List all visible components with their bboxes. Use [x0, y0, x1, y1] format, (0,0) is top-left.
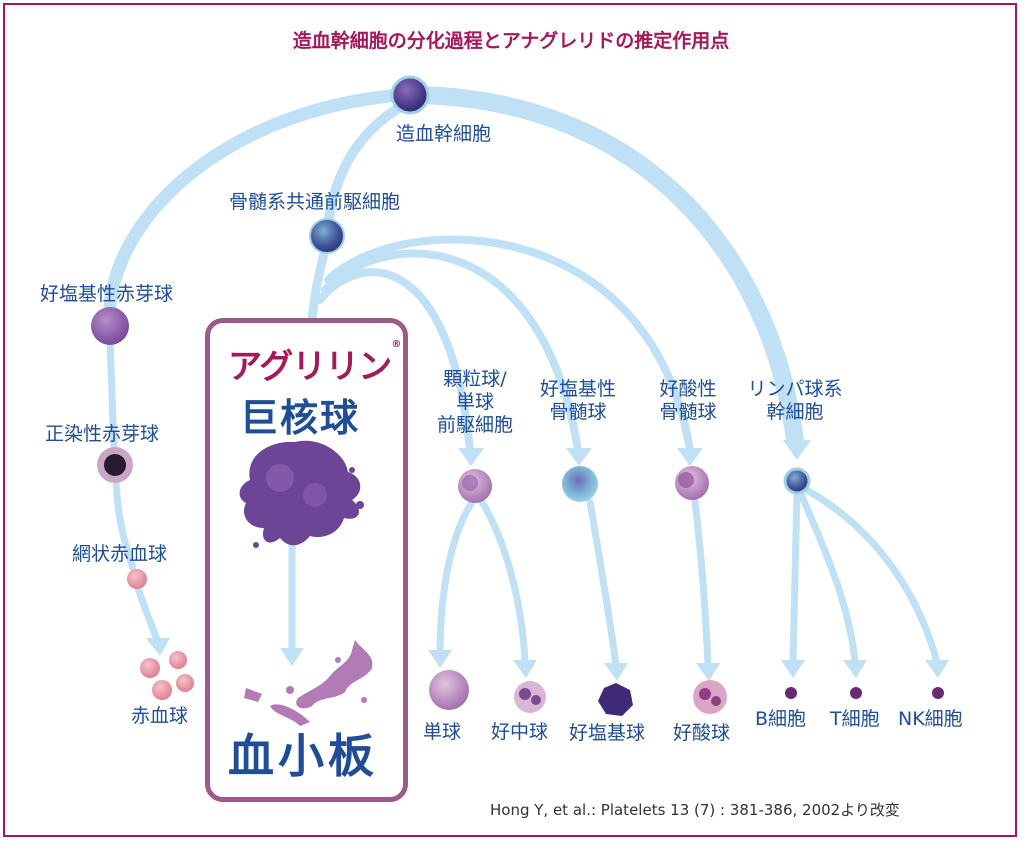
label-gmp-line2: 単球: [420, 391, 530, 414]
t-cell: [850, 687, 862, 699]
label-t-cell: T細胞: [830, 708, 880, 731]
reticulocyte-cell: [127, 569, 147, 589]
erythrocyte-cells: [140, 651, 194, 700]
label-lymph-stem-line1: リンパ球系: [735, 378, 855, 401]
label-basophil: 好塩基球: [569, 722, 645, 745]
label-gmp-line3: 前駆細胞: [420, 414, 530, 437]
path-baso-to-baso: [590, 502, 616, 665]
arrowhead-baso-pro: [566, 448, 592, 466]
label-gmp-line1: 顆粒球/: [420, 368, 530, 391]
label-neutrophil: 好中球: [491, 721, 548, 744]
basophil-cell: [598, 683, 633, 716]
arrowhead-eosinophil: [696, 663, 720, 681]
label-lymph-stem-line2: 幹細胞: [735, 401, 855, 424]
brand-text: アグリリン: [228, 347, 391, 387]
label-eos-myelocyte-line1: 好酸性: [638, 378, 738, 401]
label-eos-myelocyte: 好酸性 骨髄球: [638, 378, 738, 424]
diagram-title: 造血幹細胞の分化過程とアナグレリドの推定作用点: [0, 26, 1022, 53]
brand-name: アグリリン®: [228, 339, 400, 388]
b-cell: [785, 687, 797, 699]
platelet-label: 血小板: [228, 720, 378, 786]
label-gmp: 顆粒球/ 単球 前駆細胞: [420, 368, 530, 437]
path-ery-3: [138, 588, 157, 640]
lymph-stem-cell: [785, 469, 809, 493]
cmp-cell: [310, 219, 344, 253]
label-eos-myelocyte-line2: 骨髄球: [638, 401, 738, 424]
label-eosinophil: 好酸球: [673, 722, 730, 745]
path-gmp-to-neut: [482, 502, 525, 662]
arrowhead-nk-cell: [925, 660, 949, 678]
path-cmp-to-mega: [312, 250, 325, 318]
label-baso-myelocyte: 好塩基性 骨髄球: [528, 378, 628, 424]
arrowhead-monocyte: [428, 650, 452, 668]
label-baso-myelocyte-line1: 好塩基性: [528, 378, 628, 401]
label-ortho-erythroblast: 正染性赤芽球: [45, 423, 159, 446]
path-lymph-to-nk: [803, 488, 937, 662]
arrowhead-erythrocyte: [146, 638, 170, 656]
label-hsc: 造血幹細胞: [396, 123, 491, 146]
megakaryocyte-label: 巨核球: [240, 387, 360, 442]
trademark-mark: ®: [391, 339, 400, 350]
arrowhead-neutrophil: [513, 660, 537, 678]
arrowhead-eos-pro: [677, 448, 703, 466]
label-lymph-stem: リンパ球系 幹細胞: [735, 378, 855, 424]
baso-myelocyte-cell: [562, 466, 598, 502]
label-erythrocyte: 赤血球: [131, 705, 188, 728]
label-reticulocyte: 網状赤血球: [72, 543, 167, 566]
ortho-erythroblast-nucleus: [104, 454, 126, 476]
label-baso-myelocyte-line2: 骨髄球: [528, 401, 628, 424]
arrowhead-lymph: [783, 440, 811, 460]
arrowhead-t-cell: [843, 660, 867, 678]
label-monocyte: 単球: [423, 721, 461, 744]
arrowhead-gmp: [458, 448, 484, 466]
monocyte-cell: [429, 670, 469, 710]
arrowhead-basophil: [604, 663, 628, 681]
arrowhead-b-cell: [781, 660, 805, 678]
path-gmp-to-mono: [440, 502, 472, 655]
path-eos-to-eos: [695, 502, 708, 665]
citation: Hong Y, et al.: Platelets 13 (7) : 381-3…: [490, 799, 900, 820]
label-cmp: 骨髄系共通前駆細胞: [229, 191, 400, 214]
label-nk-cell: NK細胞: [898, 708, 963, 731]
path-lymph-to-b: [793, 492, 797, 662]
hsc-cell: [392, 77, 428, 113]
label-b-cell: B細胞: [755, 708, 806, 731]
label-baso-erythroblast: 好塩基性赤芽球: [40, 283, 173, 306]
nk-cell: [932, 687, 944, 699]
baso-erythroblast-cell: [91, 307, 129, 345]
